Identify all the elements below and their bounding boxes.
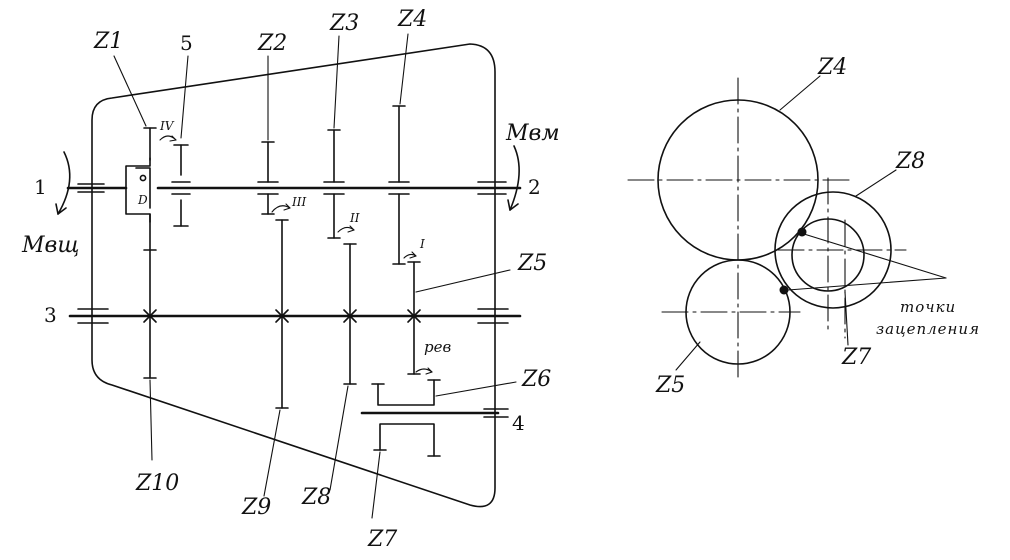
gear-z7 <box>373 423 441 457</box>
gear-z1 <box>125 127 157 251</box>
label-gear-iv: IV <box>159 119 175 133</box>
shift-arrows <box>159 135 433 375</box>
gear-z3 <box>323 129 345 239</box>
label-gear-ii: II <box>349 211 360 225</box>
gear-z6 <box>371 379 441 406</box>
label-gear-i: I <box>419 237 425 251</box>
contact-points-label-line1: точки <box>900 298 956 316</box>
label-shaft-4: 4 <box>512 411 525 435</box>
gear-z8 <box>343 243 357 385</box>
gear-z4 <box>388 105 410 265</box>
label-shaft-2: 2 <box>528 175 541 199</box>
contact-points-label-line2: зацепления <box>876 320 980 338</box>
contact-point-upper <box>797 227 807 237</box>
label-z8: Z8 <box>301 485 331 510</box>
leader-lines <box>113 33 517 519</box>
label-torque-in: Mвщ <box>21 233 79 258</box>
label-gear-rev: рев <box>424 338 451 356</box>
label-shaft-3: 3 <box>44 303 57 327</box>
label-shaft-5: 5 <box>180 31 193 55</box>
label-z10: Z10 <box>135 471 179 496</box>
mesh-view: Z4 Z8 Z5 Z7 точки зацепления <box>627 55 980 398</box>
label-torque-out: Mвм <box>505 121 560 146</box>
center-lines <box>627 77 907 379</box>
label-z9: Z9 <box>241 495 271 520</box>
gear-z9 <box>275 219 289 409</box>
gear-circle-z8 <box>774 191 892 309</box>
gear-z2 <box>257 141 279 215</box>
label-z3: Z3 <box>329 11 359 36</box>
contact-leaders <box>787 233 947 291</box>
label-z5: Z5 <box>517 251 547 276</box>
label-gear-iii: III <box>291 195 306 209</box>
mesh-label-z8: Z8 <box>895 149 925 174</box>
mesh-label-z7: Z7 <box>841 345 871 370</box>
bearings <box>77 181 509 418</box>
gear-z10 <box>143 249 157 379</box>
label-z2: Z2 <box>257 31 287 56</box>
torque-arrows <box>55 145 520 215</box>
mesh-leader-lines <box>675 75 897 371</box>
mesh-label-z5: Z5 <box>655 373 685 398</box>
kinematic-scheme: D <box>21 7 560 552</box>
housing-outline <box>91 43 496 508</box>
label-z4: Z4 <box>397 7 427 32</box>
synchronizer-5 <box>171 144 191 227</box>
label-z1: Z1 <box>93 29 123 54</box>
label-z6: Z6 <box>521 367 551 392</box>
label-z7: Z7 <box>367 527 397 552</box>
clutch-mark: D <box>137 193 148 207</box>
contact-point-lower <box>779 285 789 295</box>
label-shaft-1: 1 <box>34 175 47 199</box>
mesh-label-z4: Z4 <box>817 55 847 80</box>
gear-circle-z7 <box>791 218 865 292</box>
gear-circle-z5 <box>685 259 791 365</box>
gear-z5 <box>407 261 421 375</box>
